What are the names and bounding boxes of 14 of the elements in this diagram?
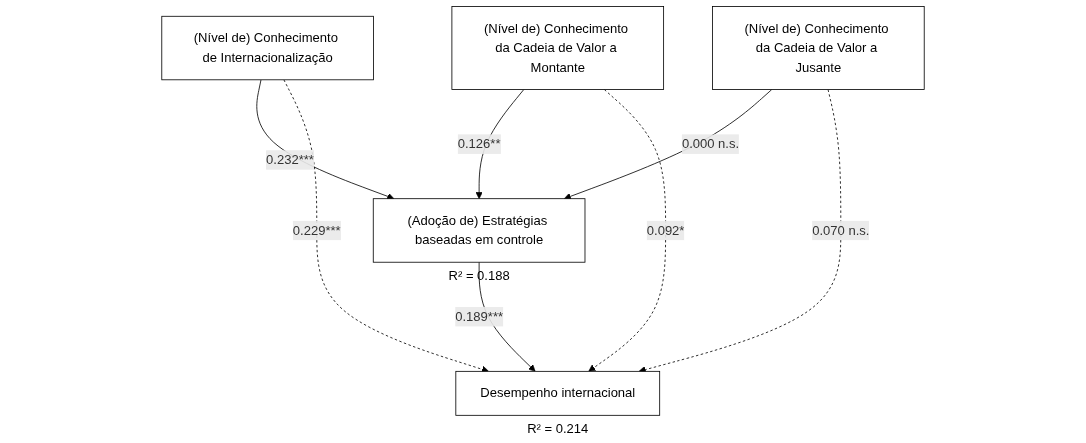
edge-label: 0.126**: [457, 136, 501, 151]
r-squared-note: R² = 0.188: [448, 268, 510, 284]
node-box: (Nível de) Conhecimento de Internacionalização: [161, 15, 374, 81]
edge-label: 0.000 n.s.: [681, 136, 740, 151]
edge-label: 0.229***: [292, 223, 341, 237]
edge-label: 0.232***: [266, 152, 314, 167]
node-box: (Adoção de) Estratégias baseadas em controle: [372, 198, 586, 263]
edge-label: 0.092*: [646, 223, 685, 237]
node-box: (Nível de) Conhecimento da Cadeia de Valor a Jusante: [712, 6, 925, 90]
edge-label: 0.189***: [455, 309, 504, 324]
node-box: (Nível de) Conhecimento da Cadeia de Valor a Montante: [451, 6, 665, 90]
node-box: Desempenho internacional: [455, 370, 661, 416]
r-squared-note: R² = 0.214: [527, 421, 589, 437]
edge-label: 0.070 n.s.: [812, 223, 870, 237]
